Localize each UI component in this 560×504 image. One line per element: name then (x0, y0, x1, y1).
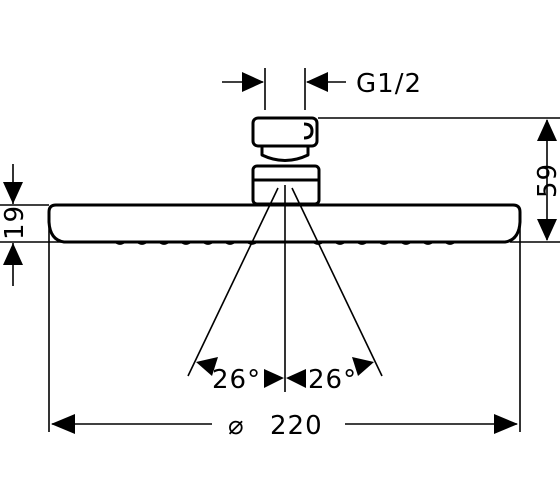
thread-arrow-left (242, 72, 264, 92)
angle-left-label: 26° (212, 365, 261, 395)
thread-dimension: G1/2 (222, 68, 422, 110)
nozzle-row (114, 241, 456, 245)
diameter-symbol: ⌀ (228, 411, 245, 441)
thread-label: G1/2 (356, 69, 422, 99)
thickness-arrow-top (3, 182, 23, 204)
angle-arrow-left-inner (264, 369, 284, 388)
thickness-dimension: 19 (0, 164, 64, 286)
diameter-arrow-left (51, 414, 75, 434)
angle-right-label: 26° (308, 365, 357, 395)
height-arrow-top (537, 119, 557, 141)
spray-line-left (187, 187, 279, 377)
angle-arrow-right-inner (286, 369, 306, 388)
diameter-value: 220 (270, 411, 323, 441)
spray-angle-lines (187, 185, 383, 392)
angle-dimension: 26° 26° (196, 357, 374, 395)
angle-arrow-left-outer (196, 357, 218, 376)
diameter-arrow-right (494, 414, 518, 434)
spray-line-right (291, 187, 383, 377)
angle-arrow-right-outer (352, 357, 374, 376)
thread-arrow-right (306, 72, 328, 92)
thickness-arrow-bottom (3, 243, 23, 265)
connector-nut (251, 116, 319, 148)
lower-housing (251, 164, 321, 206)
height-label: 59 (533, 163, 560, 198)
diameter-dimension: ⌀ 220 (48, 222, 521, 441)
connector-nut-notch (303, 122, 314, 140)
thickness-label: 19 (0, 205, 30, 240)
height-arrow-bottom (537, 219, 557, 241)
height-dimension: 59 (318, 117, 560, 243)
swivel-joint (260, 146, 310, 162)
